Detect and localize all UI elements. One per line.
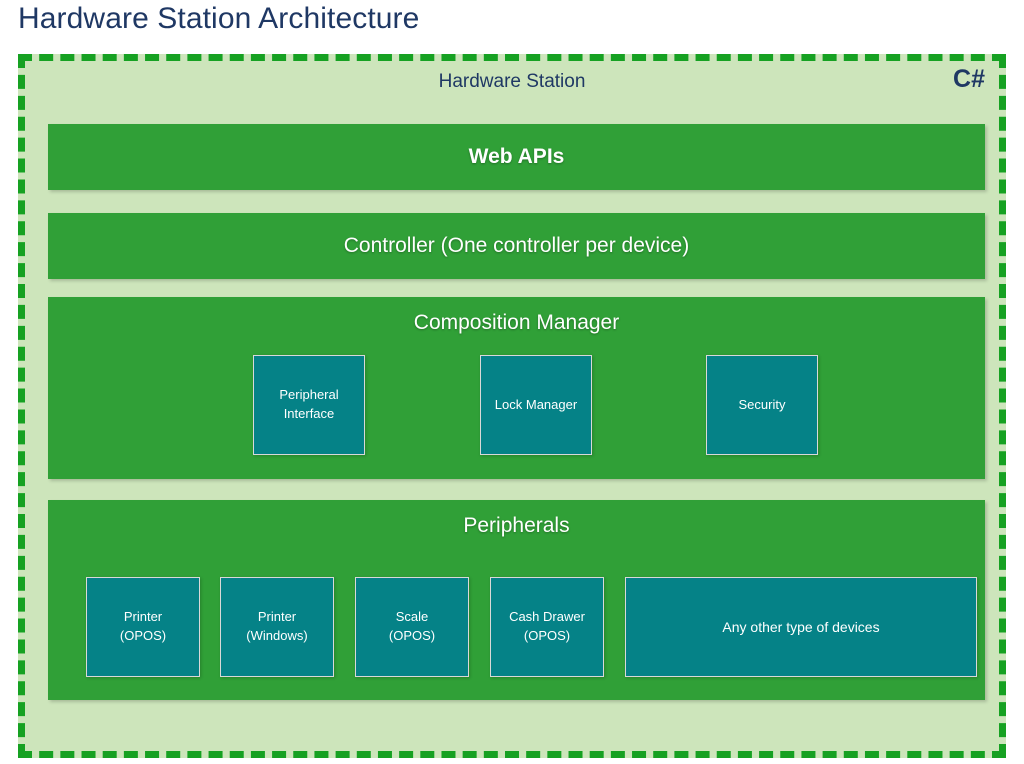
component-scale-opos[interactable]: Scale (OPOS)	[355, 577, 469, 677]
component-label-line1: Scale	[395, 609, 429, 625]
layer-peripherals[interactable]: Peripherals Printer (OPOS) Printer (Window…	[48, 500, 985, 700]
component-lock-manager[interactable]: Lock Manager	[480, 355, 592, 455]
layer-controller-title: Controller (One controller per device)	[343, 234, 690, 257]
component-label-line2: (OPOS)	[388, 628, 436, 643]
component-label: Any other type of devices	[718, 617, 883, 637]
component-label: Cash Drawer (OPOS)	[505, 608, 589, 646]
component-label: Printer (Windows)	[242, 608, 311, 646]
component-label-line1: Any other type of devices	[722, 618, 880, 635]
component-label-line1: Printer	[257, 609, 297, 625]
component-label: Printer (OPOS)	[116, 608, 170, 646]
component-label: Security	[735, 396, 790, 415]
component-label: Lock Manager	[491, 396, 581, 415]
component-label-line1: Peripheral	[279, 387, 339, 403]
component-cash-drawer-opos[interactable]: Cash Drawer (OPOS)	[490, 577, 604, 677]
component-label-line1: Cash Drawer	[509, 609, 585, 625]
component-label-line2: (OPOS)	[523, 628, 571, 643]
layer-composition-manager-title: Composition Manager	[413, 311, 620, 334]
component-security[interactable]: Security	[706, 355, 818, 455]
hardware-station-header: Hardware Station	[438, 71, 586, 92]
csharp-language-label: C#	[953, 65, 985, 93]
component-label-line2: Interface	[283, 406, 335, 421]
component-label-line2: (OPOS)	[119, 628, 167, 643]
layer-web-apis-title: Web APIs	[468, 145, 565, 168]
component-printer-windows[interactable]: Printer (Windows)	[220, 577, 334, 677]
csharp-boundary-container: Hardware Station C# Web APIs Controller …	[18, 54, 1006, 758]
component-printer-opos[interactable]: Printer (OPOS)	[86, 577, 200, 677]
component-label-line1: Lock Manager	[494, 396, 578, 412]
component-label: Scale (OPOS)	[385, 608, 439, 646]
component-label-line2: (Windows)	[246, 628, 308, 643]
component-label-line1: Security	[738, 396, 786, 412]
component-any-other-devices[interactable]: Any other type of devices	[625, 577, 977, 677]
component-label-line1: Printer	[123, 609, 163, 625]
layer-peripherals-title: Peripherals	[463, 514, 570, 537]
page-title: Hardware Station Architecture	[18, 2, 420, 35]
layer-controller[interactable]: Controller (One controller per device)	[48, 213, 985, 279]
layer-web-apis[interactable]: Web APIs	[48, 124, 985, 190]
